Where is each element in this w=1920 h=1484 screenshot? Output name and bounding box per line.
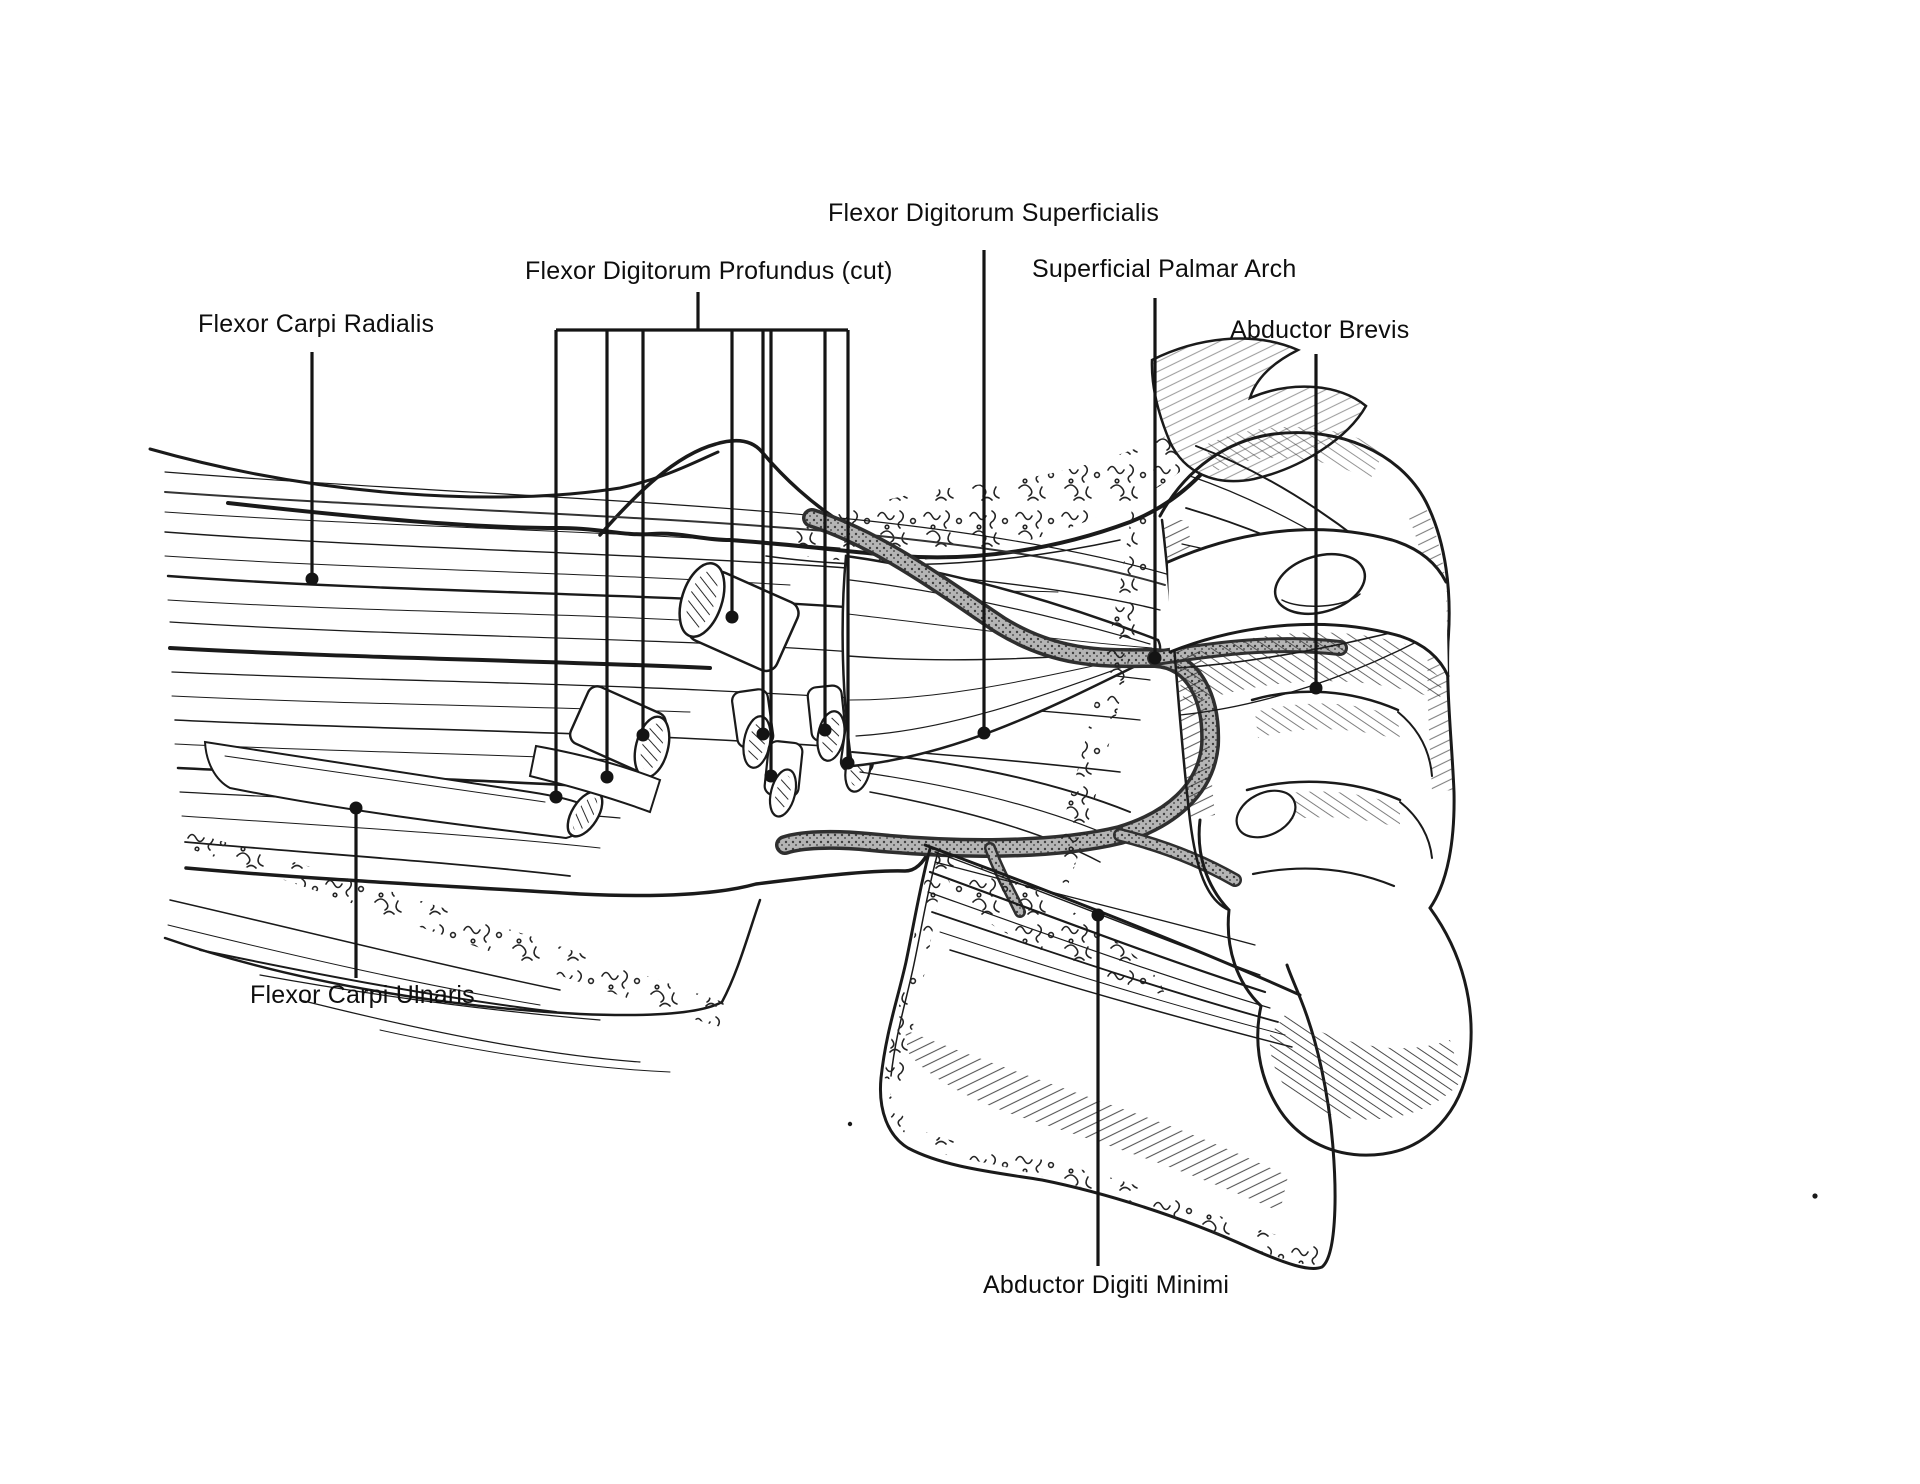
- label-flexor-carpi-ulnaris: Flexor Carpi Ulnaris: [250, 981, 475, 1009]
- leader-lines: [310, 250, 1318, 1266]
- label-flexor-carpi-radialis: Flexor Carpi Radialis: [198, 310, 435, 338]
- leader-dots: [305, 572, 1323, 922]
- label-abductor-digiti-minimi: Abductor Digiti Minimi: [983, 1271, 1230, 1299]
- clenched-fist: [847, 337, 1818, 1199]
- label-flexor-digitorum-profundus-cut: Flexor Digitorum Profundus (cut): [525, 257, 893, 285]
- label-abductor-brevis: Abductor Brevis: [1230, 316, 1410, 344]
- label-flexor-digitorum-superficialis: Flexor Digitorum Superficialis: [828, 199, 1160, 227]
- ulnar-muscle-mass: [163, 740, 762, 1073]
- label-superficial-palmar-arch: Superficial Palmar Arch: [1032, 255, 1297, 283]
